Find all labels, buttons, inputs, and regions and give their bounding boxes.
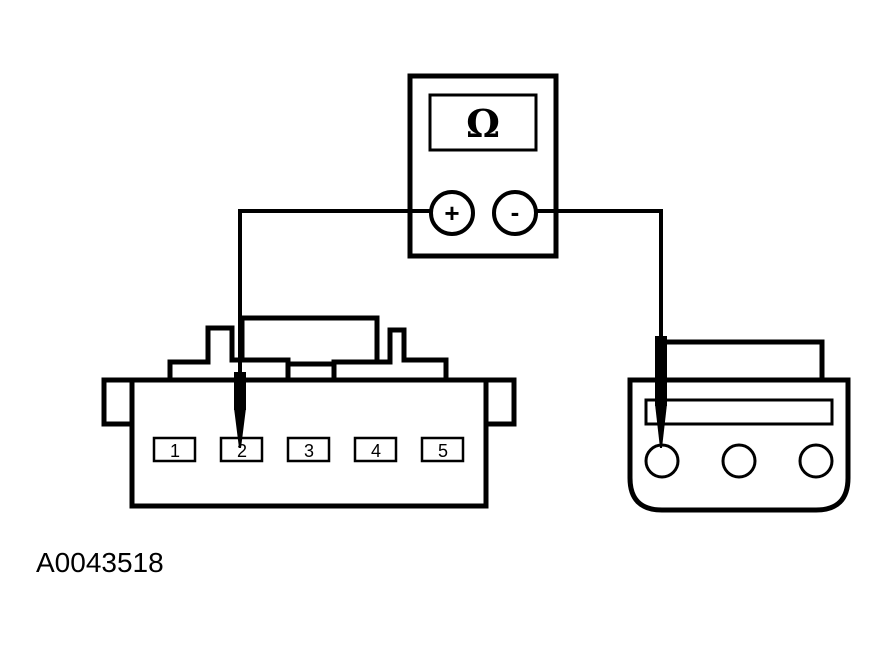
positive-probe-grip xyxy=(234,372,246,410)
connector: 1 2 3 4 5 xyxy=(101,315,517,509)
pin-label: 1 xyxy=(170,441,180,461)
meter-display xyxy=(428,93,538,152)
positive-probe-tip xyxy=(234,408,246,448)
negative-label: - xyxy=(511,197,520,227)
positive-lead xyxy=(234,209,431,448)
positive-label: + xyxy=(444,198,459,228)
pin-4: 4 xyxy=(353,436,398,463)
component xyxy=(627,339,851,513)
pin-1: 1 xyxy=(152,436,197,463)
pin-label: 4 xyxy=(371,441,381,461)
ohm-symbol: Ω xyxy=(466,101,500,146)
pin-3: 3 xyxy=(286,436,331,463)
component-terminal-3 xyxy=(798,443,834,479)
pin-label: 2 xyxy=(237,441,247,461)
connector-left-ear xyxy=(101,377,137,427)
component-slot xyxy=(644,398,834,426)
negative-lead xyxy=(536,209,667,448)
negative-probe-grip xyxy=(655,336,667,406)
component-top-housing xyxy=(655,339,825,385)
pin-label: 3 xyxy=(304,441,314,461)
pin-5: 5 xyxy=(420,436,465,463)
ohmmeter: Ω + - xyxy=(407,73,559,259)
pin-label: 5 xyxy=(438,441,448,461)
component-terminal-1 xyxy=(644,443,680,479)
component-terminal-2 xyxy=(721,443,757,479)
negative-probe-tip xyxy=(655,404,667,448)
connector-top-body xyxy=(239,315,380,367)
figure-id: A0043518 xyxy=(36,547,164,578)
